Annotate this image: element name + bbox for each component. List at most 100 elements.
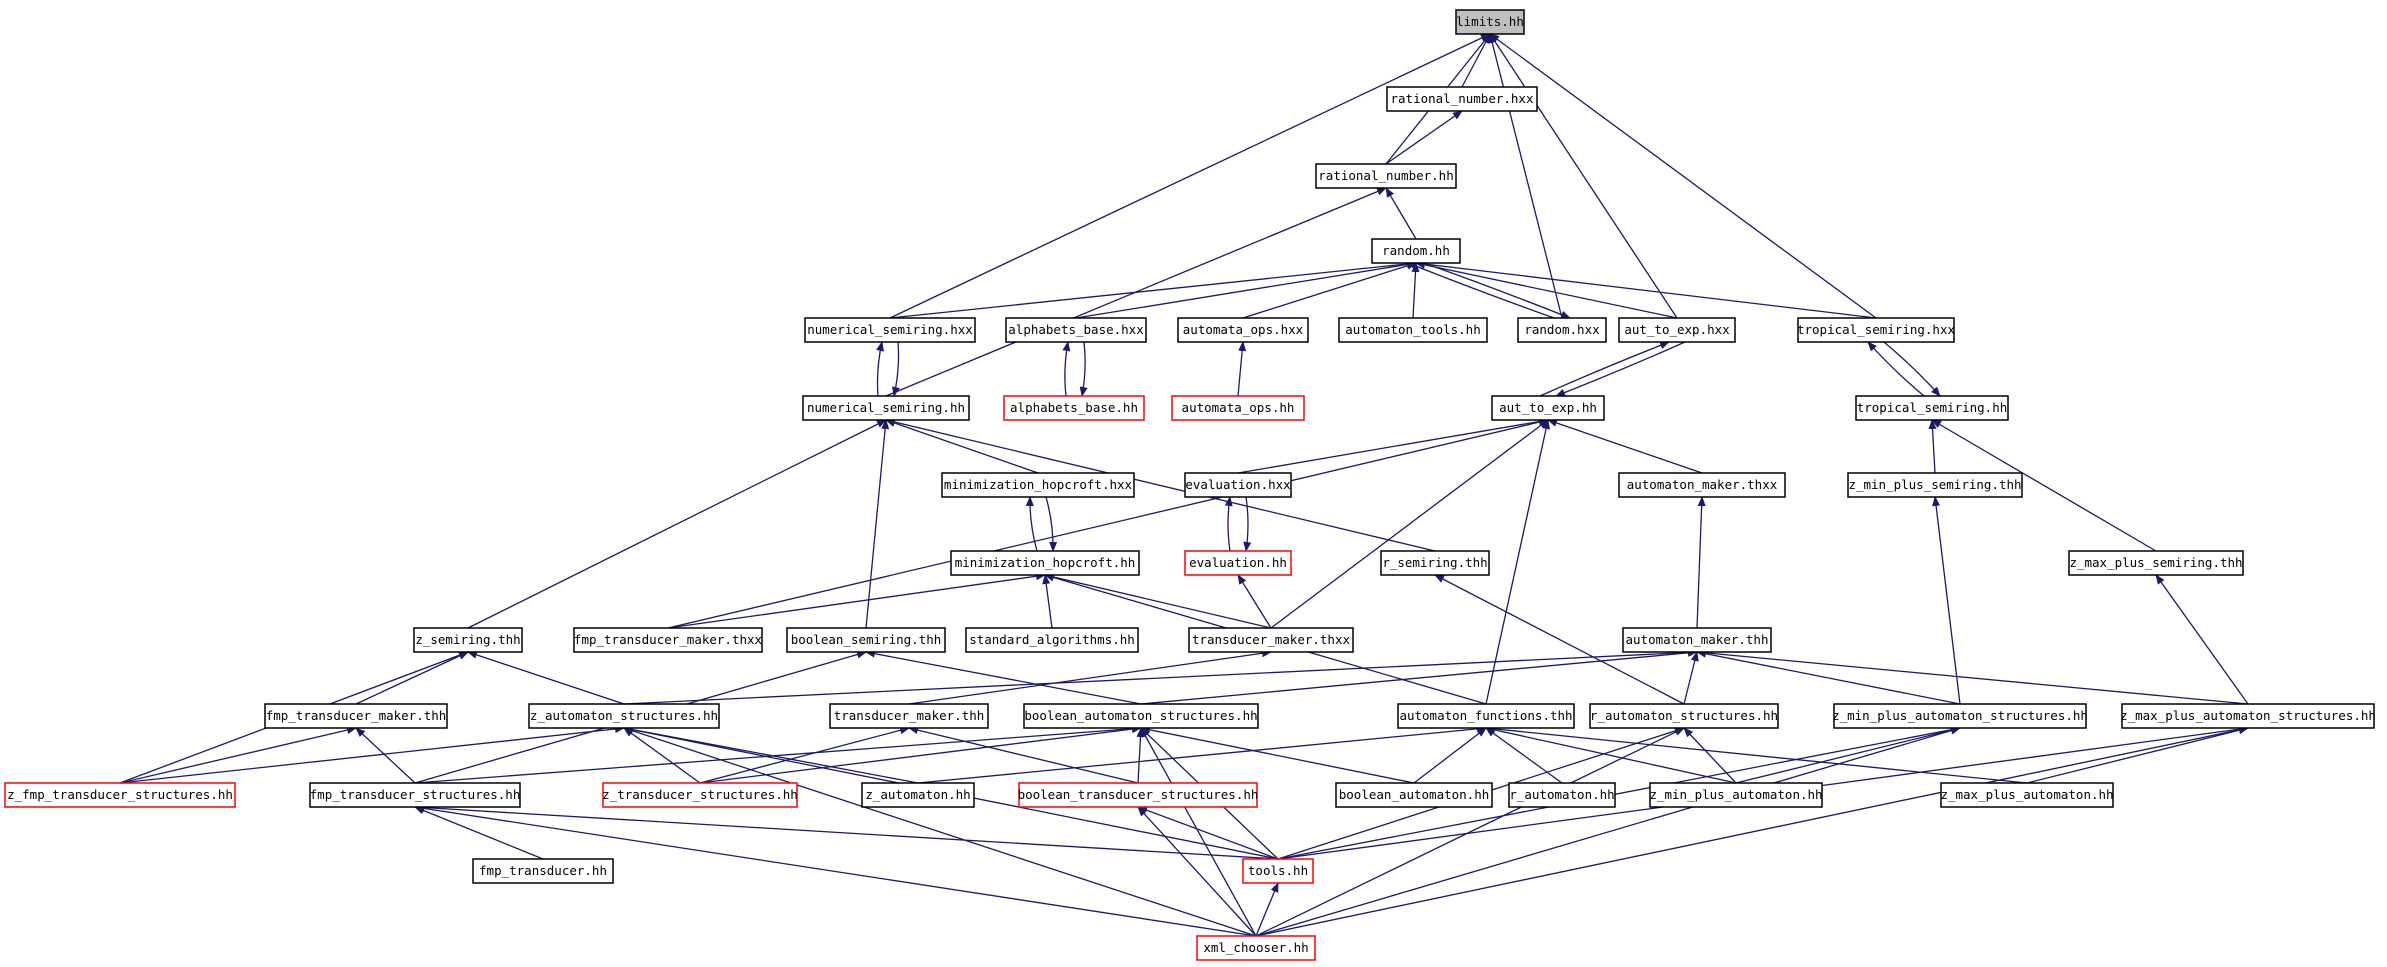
node-box (1833, 703, 2087, 729)
node-label: minimization_hopcroft.hxx (944, 477, 1133, 492)
node-label: boolean_transducer_structures.hh (1018, 787, 1259, 802)
node-z-min-plus-automaton-structures-hh[interactable]: z_min_plus_automaton_structures.hh (1832, 703, 2088, 729)
node-z-transducer-structures-hh[interactable]: z_transducer_structures.hh (602, 782, 798, 808)
edge-z-automaton-structures-hh-to-automaton-maker-thh (623, 648, 1698, 705)
node-label: transducer_maker.thxx (1192, 632, 1351, 647)
edge-random-hxx-to-random-hh (1407, 262, 1555, 319)
node-minimization-hopcroft-hh[interactable]: minimization_hopcroft.hh (950, 550, 1140, 576)
node-r-automaton-structures-hh[interactable]: r_automaton_structures.hh (1589, 703, 1779, 729)
node-z-semiring-thh[interactable]: z_semiring.thh (413, 627, 523, 653)
node-boolean-automaton-structures-hh[interactable]: boolean_automaton_structures.hh (1023, 703, 1259, 729)
node-random-hh[interactable]: random.hh (1371, 238, 1461, 264)
node-z-automaton-hh[interactable]: z_automaton.hh (861, 782, 975, 808)
node-box (264, 703, 448, 729)
node-fmp-transducer-maker-thh[interactable]: fmp_transducer_maker.thh (264, 703, 448, 729)
edge-tools-hh-to-boolean-transducer-structures-hh (1137, 806, 1279, 860)
node-tropical-semiring-hh[interactable]: tropical_semiring.hh (1855, 395, 2009, 421)
node-box (804, 317, 976, 343)
node-label: minimization_hopcroft.hh (955, 555, 1136, 570)
node-rational-number-hxx[interactable]: rational_number.hxx (1386, 86, 1538, 112)
node-label: tropical_semiring.hh (1857, 400, 2008, 415)
edge-rational-number-hh-to-rational-number-hxx (1385, 110, 1463, 165)
node-label: automaton_tools.hh (1345, 322, 1480, 337)
node-minimization-hopcroft-hxx[interactable]: minimization_hopcroft.hxx (941, 472, 1135, 498)
node-evaluation-hh[interactable]: evaluation.hh (1184, 550, 1292, 576)
edge-tools-hh-to-fmp-transducer-structures-hh (414, 803, 1279, 860)
node-box (1177, 317, 1309, 343)
node-z-fmp-transducer-structures-hh[interactable]: z_fmp_transducer_structures.hh (4, 782, 236, 808)
node-box (2068, 550, 2244, 576)
node-label: boolean_automaton.hh (1339, 787, 1490, 802)
node-automata-ops-hxx[interactable]: automata_ops.hxx (1177, 317, 1309, 343)
node-automaton-functions-thh[interactable]: automaton_functions.thh (1397, 703, 1575, 729)
node-automaton-maker-thh[interactable]: automaton_maker.thh (1622, 627, 1772, 653)
edge-xml-chooser-hh-to-boolean-transducer-structures-hh (1137, 806, 1257, 937)
node-label: automaton_maker.thh (1626, 632, 1769, 647)
node-box (528, 703, 720, 729)
node-xml-chooser-hh[interactable]: xml_chooser.hh (1196, 935, 1316, 961)
edge-fmp-transducer-structures-hh-to-boolean-automaton-structures-hh (414, 724, 1142, 784)
node-automaton-maker-thxx[interactable]: automaton_maker.thxx (1618, 472, 1786, 498)
node-automaton-tools-hh[interactable]: automaton_tools.hh (1338, 317, 1488, 343)
node-random-hxx[interactable]: random.hxx (1517, 317, 1607, 343)
node-fmp-transducer-maker-thxx[interactable]: fmp_transducer_maker.thxx (573, 627, 763, 653)
node-evaluation-hxx[interactable]: evaluation.hxx (1184, 472, 1292, 498)
node-automata-ops-hh[interactable]: automata_ops.hh (1171, 395, 1305, 421)
node-z-max-plus-automaton-structures-hh[interactable]: z_max_plus_automaton_structures.hh (2120, 703, 2376, 729)
edge-z-min-plus-automaton-structures-hh-to-automaton-maker-thh (1696, 649, 1961, 705)
node-box (1622, 627, 1772, 653)
node-box (1618, 317, 1736, 343)
node-numerical-semiring-hxx[interactable]: numerical_semiring.hxx (804, 317, 976, 343)
node-alphabets-base-hh[interactable]: alphabets_base.hh (1003, 395, 1145, 421)
edge-xml-chooser-hh-to-r-automaton-structures-hh (1255, 727, 1685, 937)
node-transducer-maker-thh[interactable]: transducer_maker.thh (829, 703, 989, 729)
node-z-max-plus-automaton-hh[interactable]: z_max_plus_automaton.hh (1940, 782, 2114, 808)
node-rational-number-hh[interactable]: rational_number.hh (1315, 163, 1457, 189)
node-tools-hh[interactable]: tools.hh (1242, 858, 1314, 884)
edge-z-max-plus-semiring-thh-to-tropical-semiring-hh (1931, 419, 2157, 552)
node-box (1649, 782, 1823, 808)
node-z-min-plus-semiring-thh[interactable]: z_min_plus_semiring.thh (1847, 472, 2023, 498)
edge-automaton-functions-thh-to-aut-to-exp-hh (1485, 419, 1550, 705)
node-label: numerical_semiring.hxx (807, 322, 973, 337)
edge-aut-to-exp-hxx-to-limits-hh (1489, 33, 1678, 319)
node-limits-hh[interactable]: limits.hh (1455, 9, 1525, 35)
node-r-semiring-thh[interactable]: r_semiring.thh (1380, 550, 1490, 576)
edge-z-min-plus-automaton-structures-hh-to-z-min-plus-semiring-thh (1932, 496, 1961, 705)
edge-aut-to-exp-hh-to-aut-to-exp-hxx (1539, 341, 1670, 397)
node-label: evaluation.hxx (1185, 477, 1291, 492)
edge-fmp-transducer-maker-thh-to-z-semiring-thh (355, 651, 469, 705)
node-label: r_semiring.thh (1382, 555, 1487, 570)
edge-numerical-semiring-hxx-to-limits-hh (889, 33, 1491, 319)
node-r-automaton-hh[interactable]: r_automaton.hh (1508, 782, 1616, 808)
node-numerical-semiring-hh[interactable]: numerical_semiring.hh (802, 395, 970, 421)
node-tropical-semiring-hxx[interactable]: tropical_semiring.hxx (1797, 317, 1956, 343)
edge-rational-number-hxx-to-limits-hh (1461, 33, 1491, 88)
node-label: aut_to_exp.hh (1499, 400, 1597, 415)
node-fmp-transducer-structures-hh[interactable]: fmp_transducer_structures.hh (309, 782, 521, 808)
node-z-min-plus-automaton-hh[interactable]: z_min_plus_automaton.hh (1649, 782, 1823, 808)
edge-minimization-hopcroft-hh-to-minimization-hopcroft-hxx (1025, 496, 1038, 552)
node-box (1196, 935, 1316, 961)
node-aut-to-exp-hh[interactable]: aut_to_exp.hh (1491, 395, 1605, 421)
edge-boolean-transducer-structures-hh-to-boolean-automaton-structures-hh (1136, 727, 1145, 784)
node-boolean-semiring-thh[interactable]: boolean_semiring.thh (786, 627, 946, 653)
node-boolean-transducer-structures-hh[interactable]: boolean_transducer_structures.hh (1018, 782, 1259, 808)
edge-transducer-maker-thxx-to-minimization-hopcroft-hh (1044, 573, 1272, 629)
edge-transducer-maker-thh-to-transducer-maker-thxx (908, 649, 1272, 705)
node-aut-to-exp-hxx[interactable]: aut_to_exp.hxx (1618, 317, 1736, 343)
edge-xml-chooser-hh-to-tools-hh (1255, 882, 1279, 937)
node-label: automata_ops.hxx (1183, 322, 1304, 337)
node-alphabets-base-hxx[interactable]: alphabets_base.hxx (1005, 317, 1147, 343)
edge-z-fmp-transducer-structures-hh-to-z-automaton-structures-hh (119, 724, 625, 784)
node-standard-algorithms-hh[interactable]: standard_algorithms.hh (965, 627, 1139, 653)
node-transducer-maker-thxx[interactable]: transducer_maker.thxx (1188, 627, 1354, 653)
node-box (941, 472, 1135, 498)
node-box (1618, 472, 1786, 498)
node-box (1188, 627, 1354, 653)
edge-minimization-hopcroft-hxx-to-minimization-hopcroft-hh (1045, 496, 1058, 552)
node-z-max-plus-semiring-thh[interactable]: z_max_plus_semiring.thh (2068, 550, 2244, 576)
node-boolean-automaton-hh[interactable]: boolean_automaton.hh (1335, 782, 1493, 808)
node-z-automaton-structures-hh[interactable]: z_automaton_structures.hh (528, 703, 720, 729)
node-fmp-transducer-hh[interactable]: fmp_transducer.hh (472, 858, 614, 884)
